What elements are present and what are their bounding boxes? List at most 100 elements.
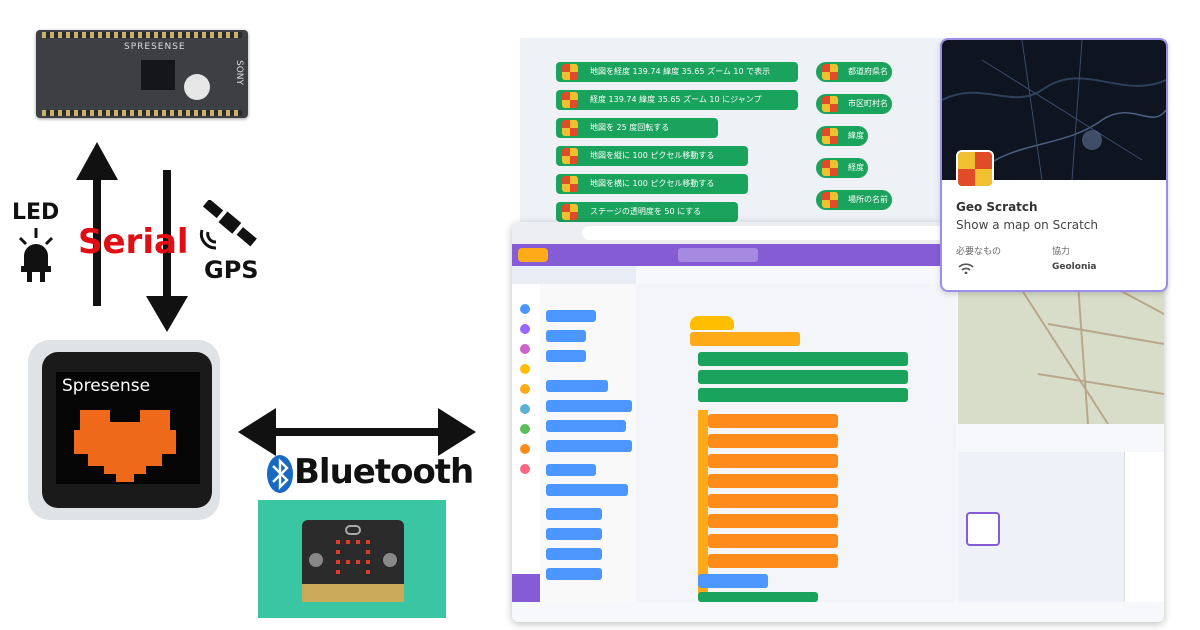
category-myblocks-icon[interactable]: [520, 464, 530, 474]
palette-block[interactable]: [546, 400, 632, 412]
category-sensing-icon[interactable]: [520, 404, 530, 414]
sprite-pane: [958, 452, 1124, 602]
palette-block[interactable]: [546, 548, 602, 560]
code-workspace[interactable]: [636, 284, 956, 602]
geo-block-icon: [822, 64, 838, 80]
led-icon: [18, 228, 54, 282]
board-logo-icon: [184, 74, 210, 100]
block-palette: [540, 284, 636, 602]
category-variables-icon[interactable]: [520, 444, 530, 454]
geo-block-icon: [562, 204, 578, 220]
reporter-longitude[interactable]: 経度: [816, 158, 868, 178]
gps-label: GPS: [204, 256, 259, 284]
block-rotate[interactable]: 地図を 25 度回転する: [556, 118, 718, 138]
palette-block[interactable]: [546, 484, 628, 496]
category-sound-icon[interactable]: [520, 344, 530, 354]
geo-block-icon: [822, 160, 838, 176]
palette-block[interactable]: [546, 330, 586, 342]
variable-block[interactable]: [708, 454, 838, 468]
variable-block[interactable]: [708, 474, 838, 488]
variable-block[interactable]: [708, 494, 838, 508]
stage-map-roads: [1017, 283, 1164, 425]
address-bar[interactable]: [582, 226, 982, 240]
geo-block-icon: [562, 120, 578, 136]
reporter-city[interactable]: 市区町村名: [816, 94, 892, 114]
variable-block[interactable]: [708, 414, 838, 428]
reporter-label: 都道府県名: [848, 67, 888, 76]
geo-card-subtitle: Show a map on Scratch: [956, 218, 1099, 232]
reporter-place-name[interactable]: 場所の名前: [816, 190, 892, 210]
loop-block[interactable]: [698, 410, 708, 596]
palette-block[interactable]: [546, 508, 602, 520]
stage-map[interactable]: [958, 283, 1164, 425]
geo-block-icon: [822, 128, 838, 144]
board-pins-top: [42, 32, 242, 38]
block-move-vertical[interactable]: 地図を縦に 100 ピクセル移動する: [556, 146, 748, 166]
variable-block[interactable]: [708, 434, 838, 448]
collab-value: Geolonia: [1052, 262, 1097, 272]
scratch-editor-window: [512, 222, 1164, 622]
category-control-icon[interactable]: [520, 384, 530, 394]
board-chip: [141, 60, 175, 90]
category-events-icon[interactable]: [520, 364, 530, 374]
arrow-up-icon: [76, 142, 118, 306]
microbit-board-icon: [302, 520, 404, 602]
scratch-logo-icon[interactable]: [518, 248, 548, 262]
add-extension-button[interactable]: [512, 574, 540, 602]
block-move-horizontal[interactable]: 地図を横に 100 ピクセル移動する: [556, 174, 748, 194]
hat-block[interactable]: [690, 316, 734, 330]
project-title-input[interactable]: [678, 248, 758, 262]
board-maker: SONY: [234, 60, 244, 86]
palette-block[interactable]: [546, 420, 626, 432]
arrow-down-icon: [146, 170, 188, 332]
spresense-device: Spresense: [28, 340, 220, 520]
category-operators-icon[interactable]: [520, 424, 530, 434]
bluetooth-icon: [267, 455, 293, 493]
geo-block-icon: [562, 176, 578, 192]
category-looks-icon[interactable]: [520, 324, 530, 334]
reporter-label: 緯度: [848, 131, 864, 140]
palette-block[interactable]: [546, 568, 602, 580]
code-block[interactable]: [698, 592, 818, 602]
sprite-thumbnail[interactable]: [966, 512, 1000, 546]
required-label: 必要なもの: [956, 247, 1002, 257]
geo-block-icon: [562, 92, 578, 108]
palette-block[interactable]: [546, 380, 608, 392]
reporter-prefecture[interactable]: 都道府県名: [816, 62, 892, 82]
palette-block[interactable]: [546, 464, 596, 476]
spresense-board: SPRESENSE SONY: [36, 30, 248, 118]
block-stage-opacity[interactable]: ステージの透明度を 50 にする: [556, 202, 738, 222]
control-block[interactable]: [690, 332, 800, 346]
variable-block[interactable]: [708, 554, 838, 568]
palette-block[interactable]: [546, 310, 596, 322]
geo-scratch-card[interactable]: Geo Scratch Show a map on Scratch 必要なもの …: [940, 38, 1168, 292]
geo-block-icon: [562, 148, 578, 164]
board-brand: SPRESENSE: [124, 42, 186, 52]
board-pins-bottom: [42, 110, 242, 116]
category-motion-icon[interactable]: [520, 304, 530, 314]
device-lcd: Spresense: [56, 372, 200, 484]
serial-label: Serial: [78, 222, 189, 262]
block-label: 地図を 25 度回転する: [590, 123, 670, 132]
code-block[interactable]: [698, 370, 908, 384]
code-block[interactable]: [698, 388, 908, 402]
geo-block-icon: [562, 64, 578, 80]
variable-block[interactable]: [708, 514, 838, 528]
block-label: 地図を横に 100 ピクセル移動する: [590, 179, 715, 188]
palette-block[interactable]: [546, 440, 632, 452]
collab-label: 協力: [1052, 247, 1071, 257]
variable-block[interactable]: [708, 534, 838, 548]
palette-block[interactable]: [546, 350, 586, 362]
category-menu: [512, 284, 541, 602]
reporter-label: 場所の名前: [848, 195, 888, 204]
reporter-latitude[interactable]: 緯度: [816, 126, 868, 146]
device-bezel: Spresense: [42, 352, 212, 508]
block-label: ステージの透明度を 50 にする: [590, 207, 702, 216]
motion-block[interactable]: [698, 574, 768, 588]
palette-block[interactable]: [546, 528, 602, 540]
block-show-map[interactable]: 地図を経度 139.74 緯度 35.65 ズーム 10 で表示: [556, 62, 798, 82]
block-jump[interactable]: 経度 139.74 緯度 35.65 ズーム 10 にジャンプ: [556, 90, 798, 110]
geo-block-icon: [822, 192, 838, 208]
pixel-heart-icon: [74, 410, 176, 482]
code-block[interactable]: [698, 352, 908, 366]
